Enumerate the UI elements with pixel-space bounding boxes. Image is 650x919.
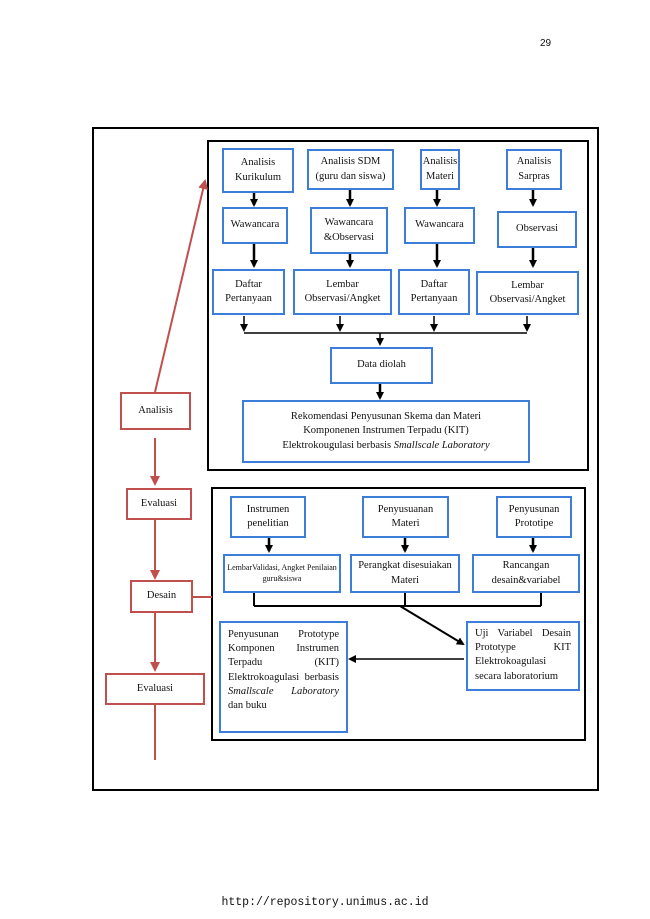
box-uji-variabel: Uji Variabel Desain Prototype KIT Elektr…: [466, 621, 580, 691]
box-lembar-observasi-2: Lembar Observasi/Angket: [476, 271, 579, 315]
wawancara-1-label: Wawancara: [230, 219, 280, 231]
rekomendasi-line-3: Elektrokougulasi berbasis Smallscale Lab…: [282, 439, 489, 453]
box-analisis-kurikulum: Analisis Kurikulum: [222, 148, 294, 193]
stage-evaluasi-1: Evaluasi: [126, 488, 192, 520]
data-diolah-label: Data diolah: [357, 359, 406, 371]
lembar-validasi-label: LembarValidasi, Angket Penilaian guru&si…: [227, 562, 337, 583]
box-lembar-validasi: LembarValidasi, Angket Penilaian guru&si…: [223, 554, 341, 593]
page-number: 29: [540, 38, 552, 49]
rekomendasi-line-3-italic: Smallscale Laboratory: [393, 439, 490, 451]
box-rancangan: Rancangan desain&variabel: [472, 554, 580, 593]
observasi-label: Observasi: [516, 223, 558, 235]
box-observasi: Observasi: [497, 211, 577, 248]
prototype-text: Penyusunan Prototype Komponen Instrumen …: [228, 628, 339, 713]
arrow-to-uji: [399, 605, 465, 646]
outer-frame: [92, 127, 599, 791]
box-analisis-sarpras: Analisis Sarpras: [506, 149, 562, 190]
instrumen-penelitian-label: Instrumen penelitian: [246, 503, 290, 529]
box-analisis-sdm: Analisis SDM (guru dan siswa): [307, 149, 394, 190]
lembar-observasi-1-label: Lembar Observasi/Angket: [304, 278, 381, 304]
wawancara-2-label: Wawancara: [415, 219, 464, 231]
red-line-analisis-up: [154, 179, 209, 393]
stage-evaluasi-2-label: Evaluasi: [136, 682, 174, 694]
stage-analisis-label: Analisis: [138, 404, 173, 416]
box-lembar-observasi-1: Lembar Observasi/Angket: [293, 269, 392, 315]
box-daftar-pertanyaan-2: Daftar Pertanyaan: [398, 269, 470, 315]
analisis-kurikulum-label: Analisis Kurikulum: [234, 157, 282, 183]
box-daftar-pertanyaan-1: Daftar Pertanyaan: [212, 269, 285, 315]
box-instrumen-penelitian: Instrumen penelitian: [230, 496, 306, 538]
rekomendasi-line-3-prefix: Elektrokougulasi berbasis: [282, 439, 394, 451]
daftar-pertanyaan-2-label: Daftar Pertanyaan: [410, 278, 458, 304]
box-wawancara-observasi: Wawancara &Observasi: [310, 207, 388, 254]
footer-url[interactable]: http://repository.unimus.ac.id: [221, 896, 429, 909]
penyusunan-prototipe-label: Penyusunan Prototipe: [508, 503, 560, 529]
rekomendasi-line-1: Rekomendasi Penyusunan Skema dan Materi: [290, 411, 482, 423]
analisis-sdm-label: Analisis SDM (guru dan siswa): [315, 156, 386, 182]
box-analisis-materi: Analisis Materi: [420, 149, 460, 190]
rancangan-label: Rancangan desain&variabel: [491, 560, 561, 586]
box-prototype: Penyusunan Prototype Komponen Instrumen …: [219, 621, 348, 733]
analisis-sarpras-label: Analisis Sarpras: [516, 156, 552, 182]
box-perangkat: Perangkat disesuiakan Materi: [350, 554, 460, 593]
perangkat-label: Perangkat disesuiakan Materi: [358, 560, 452, 586]
prototype-suffix-text: dan buku: [228, 699, 267, 711]
uji-variabel-text: Uji Variabel Desain Prototype KIT Elektr…: [475, 628, 571, 682]
stage-desain-label: Desain: [146, 590, 177, 602]
rekomendasi-line-2: Komponenen Instrumen Terpadu (KIT): [303, 425, 469, 437]
stage-evaluasi-2: Evaluasi: [105, 673, 205, 705]
lembar-observasi-2-label: Lembar Observasi/Angket: [489, 279, 566, 305]
daftar-pertanyaan-1-label: Daftar Pertanyaan: [225, 278, 272, 304]
prototype-main-text: Penyusunan Prototype Komponen Instrumen …: [228, 629, 339, 683]
box-rekomendasi: Rekomendasi Penyusunan Skema dan Materi …: [242, 400, 530, 463]
stage-desain: Desain: [130, 580, 193, 613]
box-wawancara-2: Wawancara: [404, 207, 475, 244]
penyusunan-materi-label: Penyusuanan Materi: [377, 503, 434, 529]
analysis-frame: [207, 140, 589, 471]
wawancara-observasi-label: Wawancara &Observasi: [323, 217, 375, 243]
prototype-italic-text: Smallscale Laboratory: [228, 685, 339, 697]
box-data-diolah: Data diolah: [330, 347, 433, 384]
box-wawancara-1: Wawancara: [222, 207, 288, 244]
analisis-materi-label: Analisis Materi: [422, 156, 458, 182]
stage-analisis: Analisis: [120, 392, 191, 430]
box-penyusunan-prototipe: Penyusunan Prototipe: [496, 496, 572, 538]
design-frame: [211, 487, 586, 741]
box-penyusunan-materi: Penyusuanan Materi: [362, 496, 449, 538]
stage-evaluasi-1-label: Evaluasi: [140, 497, 178, 509]
